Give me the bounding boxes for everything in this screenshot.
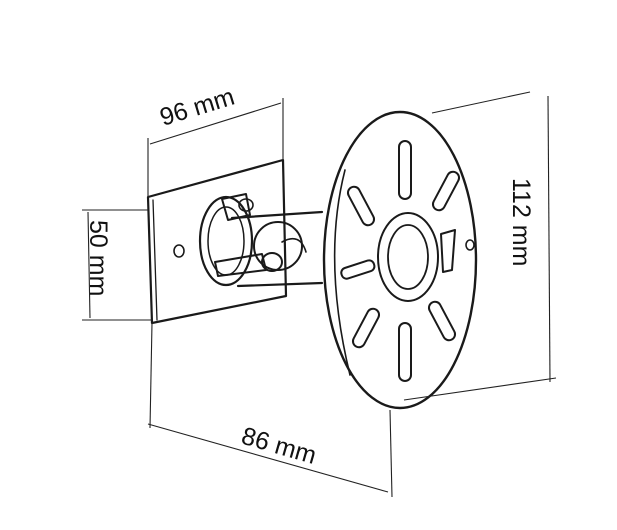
wall-plate: [146, 158, 288, 325]
mounting-disc: [322, 110, 478, 410]
plate-screw-hole: [173, 244, 185, 258]
label-disc-diameter: 112 mm: [507, 178, 535, 266]
label-depth: 86 mm: [238, 422, 319, 470]
dimension-plate-height: 50 mm: [82, 209, 152, 321]
label-plate-height: 50 mm: [84, 220, 112, 296]
dimension-plate-width: 96 mm: [147, 83, 284, 197]
dimension-depth: 86 mm: [147, 322, 393, 498]
knob-icon: [261, 252, 283, 272]
dimension-disc-diameter: 112 mm: [403, 91, 557, 401]
label-plate-width: 96 mm: [157, 83, 238, 132]
swivel-joint: [198, 193, 324, 288]
